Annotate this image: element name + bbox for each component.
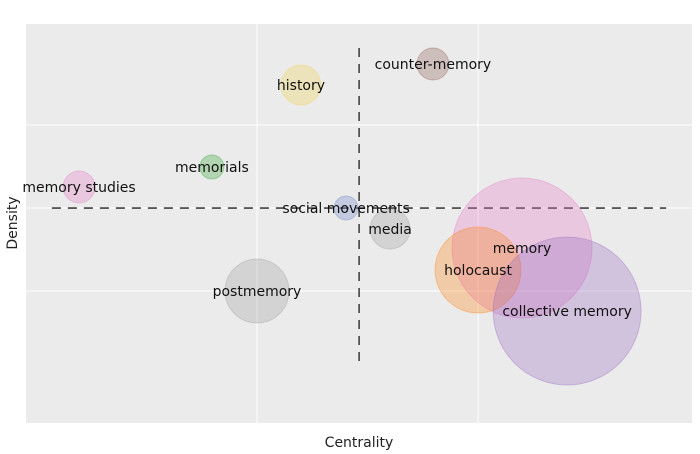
bubble-label: history <box>277 78 325 94</box>
bubble[interactable] <box>369 208 411 250</box>
bubble-label: media <box>368 222 412 238</box>
bubble[interactable] <box>62 170 96 204</box>
x-axis-title: Centrality <box>325 435 394 450</box>
bubble[interactable] <box>434 226 522 314</box>
bubble[interactable] <box>280 64 322 106</box>
bubble[interactable] <box>333 195 359 221</box>
bubble-label: collective memory <box>502 304 632 320</box>
bubble[interactable] <box>492 236 642 386</box>
bubble-label: memory studies <box>22 180 135 196</box>
y-axis-title: Density <box>5 196 21 249</box>
bubble[interactable] <box>224 258 290 324</box>
bubble[interactable] <box>199 154 225 180</box>
bubble[interactable] <box>451 177 593 319</box>
bubble-label: holocaust <box>444 263 512 279</box>
bubble-labels: counter-memory history memorials memory stu… <box>22 57 631 320</box>
bubble-label: memory <box>493 241 552 257</box>
bubbles <box>62 47 642 386</box>
bubble[interactable] <box>416 47 450 81</box>
bubble-label: counter-memory <box>375 57 492 73</box>
bubble-label: social movements <box>282 201 409 217</box>
bubble-label: memorials <box>175 160 249 176</box>
reference-lines <box>51 47 667 362</box>
bubble-label: postmemory <box>213 284 302 300</box>
